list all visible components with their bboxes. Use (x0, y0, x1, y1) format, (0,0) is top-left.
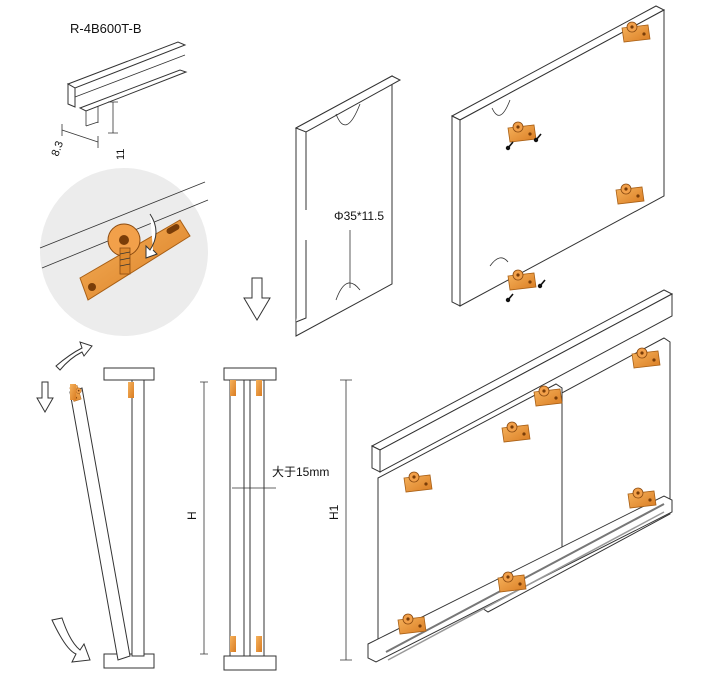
dim-h1-label: H1 (327, 504, 341, 520)
arrow-down-icon (243, 277, 271, 321)
roller-bracket-icon (533, 385, 563, 407)
dim-h-label: H (185, 511, 199, 520)
dim-width-label: 8.3 (50, 140, 67, 158)
model-number: R-4B600T-B (70, 21, 142, 36)
track-profile: R-4B600T-B 8.3 11 (50, 21, 188, 160)
arrow-down-icon (36, 381, 54, 414)
door-tilt-install (36, 341, 155, 669)
front-elevation: H H1 大于15mm (185, 367, 352, 671)
dim-height-label: 11 (115, 149, 127, 160)
hole-spec-label: Φ35*11.5 (334, 209, 384, 223)
curved-arrow-icon (51, 617, 91, 663)
screw-icon (536, 279, 546, 290)
curved-arrow-icon (55, 341, 93, 371)
rotate-arrow-icon (145, 213, 158, 259)
screw-icon (504, 293, 514, 304)
panel-bracket-mounting (450, 5, 666, 307)
roller-bracket-icon (631, 347, 661, 369)
full-assembly (367, 289, 674, 663)
roller-detail (39, 168, 209, 336)
panel-hole-detail: Φ35*11.5 (294, 75, 402, 337)
gap-note-label: 大于15mm (272, 465, 329, 479)
